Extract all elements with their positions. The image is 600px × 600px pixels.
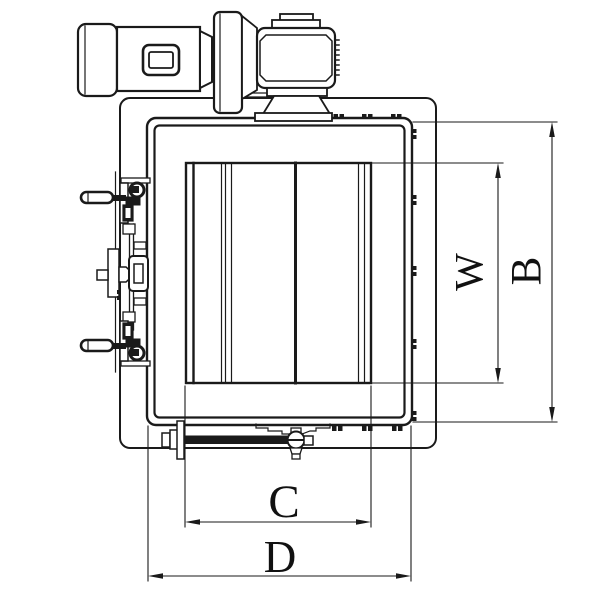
dimension-B — [412, 121, 558, 423]
gearbox-neck — [266, 87, 328, 97]
flange-disc — [212, 10, 244, 115]
motor-terminal-box — [141, 43, 181, 77]
hinge-bracket — [96, 241, 149, 306]
drive-rod — [184, 435, 288, 444]
hinge-tab — [96, 269, 109, 281]
dim-label-panel-width: C — [268, 476, 299, 528]
gearbox-body — [255, 26, 340, 90]
dimensions — [147, 121, 558, 582]
dim-label-panel-height: W — [447, 253, 492, 291]
clamp-handle-top — [79, 190, 115, 205]
motor-assembly — [76, 10, 340, 122]
drive-rod-assembly — [161, 420, 331, 460]
pedestal — [261, 95, 332, 115]
dimension-D — [147, 425, 412, 582]
rod-clevis — [286, 427, 314, 460]
clamp-shaft-top — [111, 195, 126, 201]
dimension-C — [184, 385, 372, 528]
clamp-shaft-bottom — [111, 343, 126, 349]
toggle-clamp-bottom — [79, 320, 151, 367]
rod-hanger-strip — [176, 420, 185, 460]
clamp-handle-bottom — [79, 338, 115, 353]
motor-end-cap — [76, 22, 119, 98]
base-plate — [254, 112, 333, 122]
dimension-W — [370, 162, 504, 384]
dim-label-frame-height: B — [504, 257, 551, 286]
gearbox-connector — [241, 14, 258, 101]
toggle-clamp-top — [79, 177, 151, 224]
gearbox-fins — [334, 39, 340, 76]
frame-clip-bolts — [332, 114, 417, 431]
dim-label-frame-width: D — [264, 532, 297, 582]
hinge-housing — [128, 255, 149, 292]
hinge-plate — [107, 248, 120, 298]
motor-taper — [199, 29, 213, 90]
gate-panel — [184, 161, 373, 385]
